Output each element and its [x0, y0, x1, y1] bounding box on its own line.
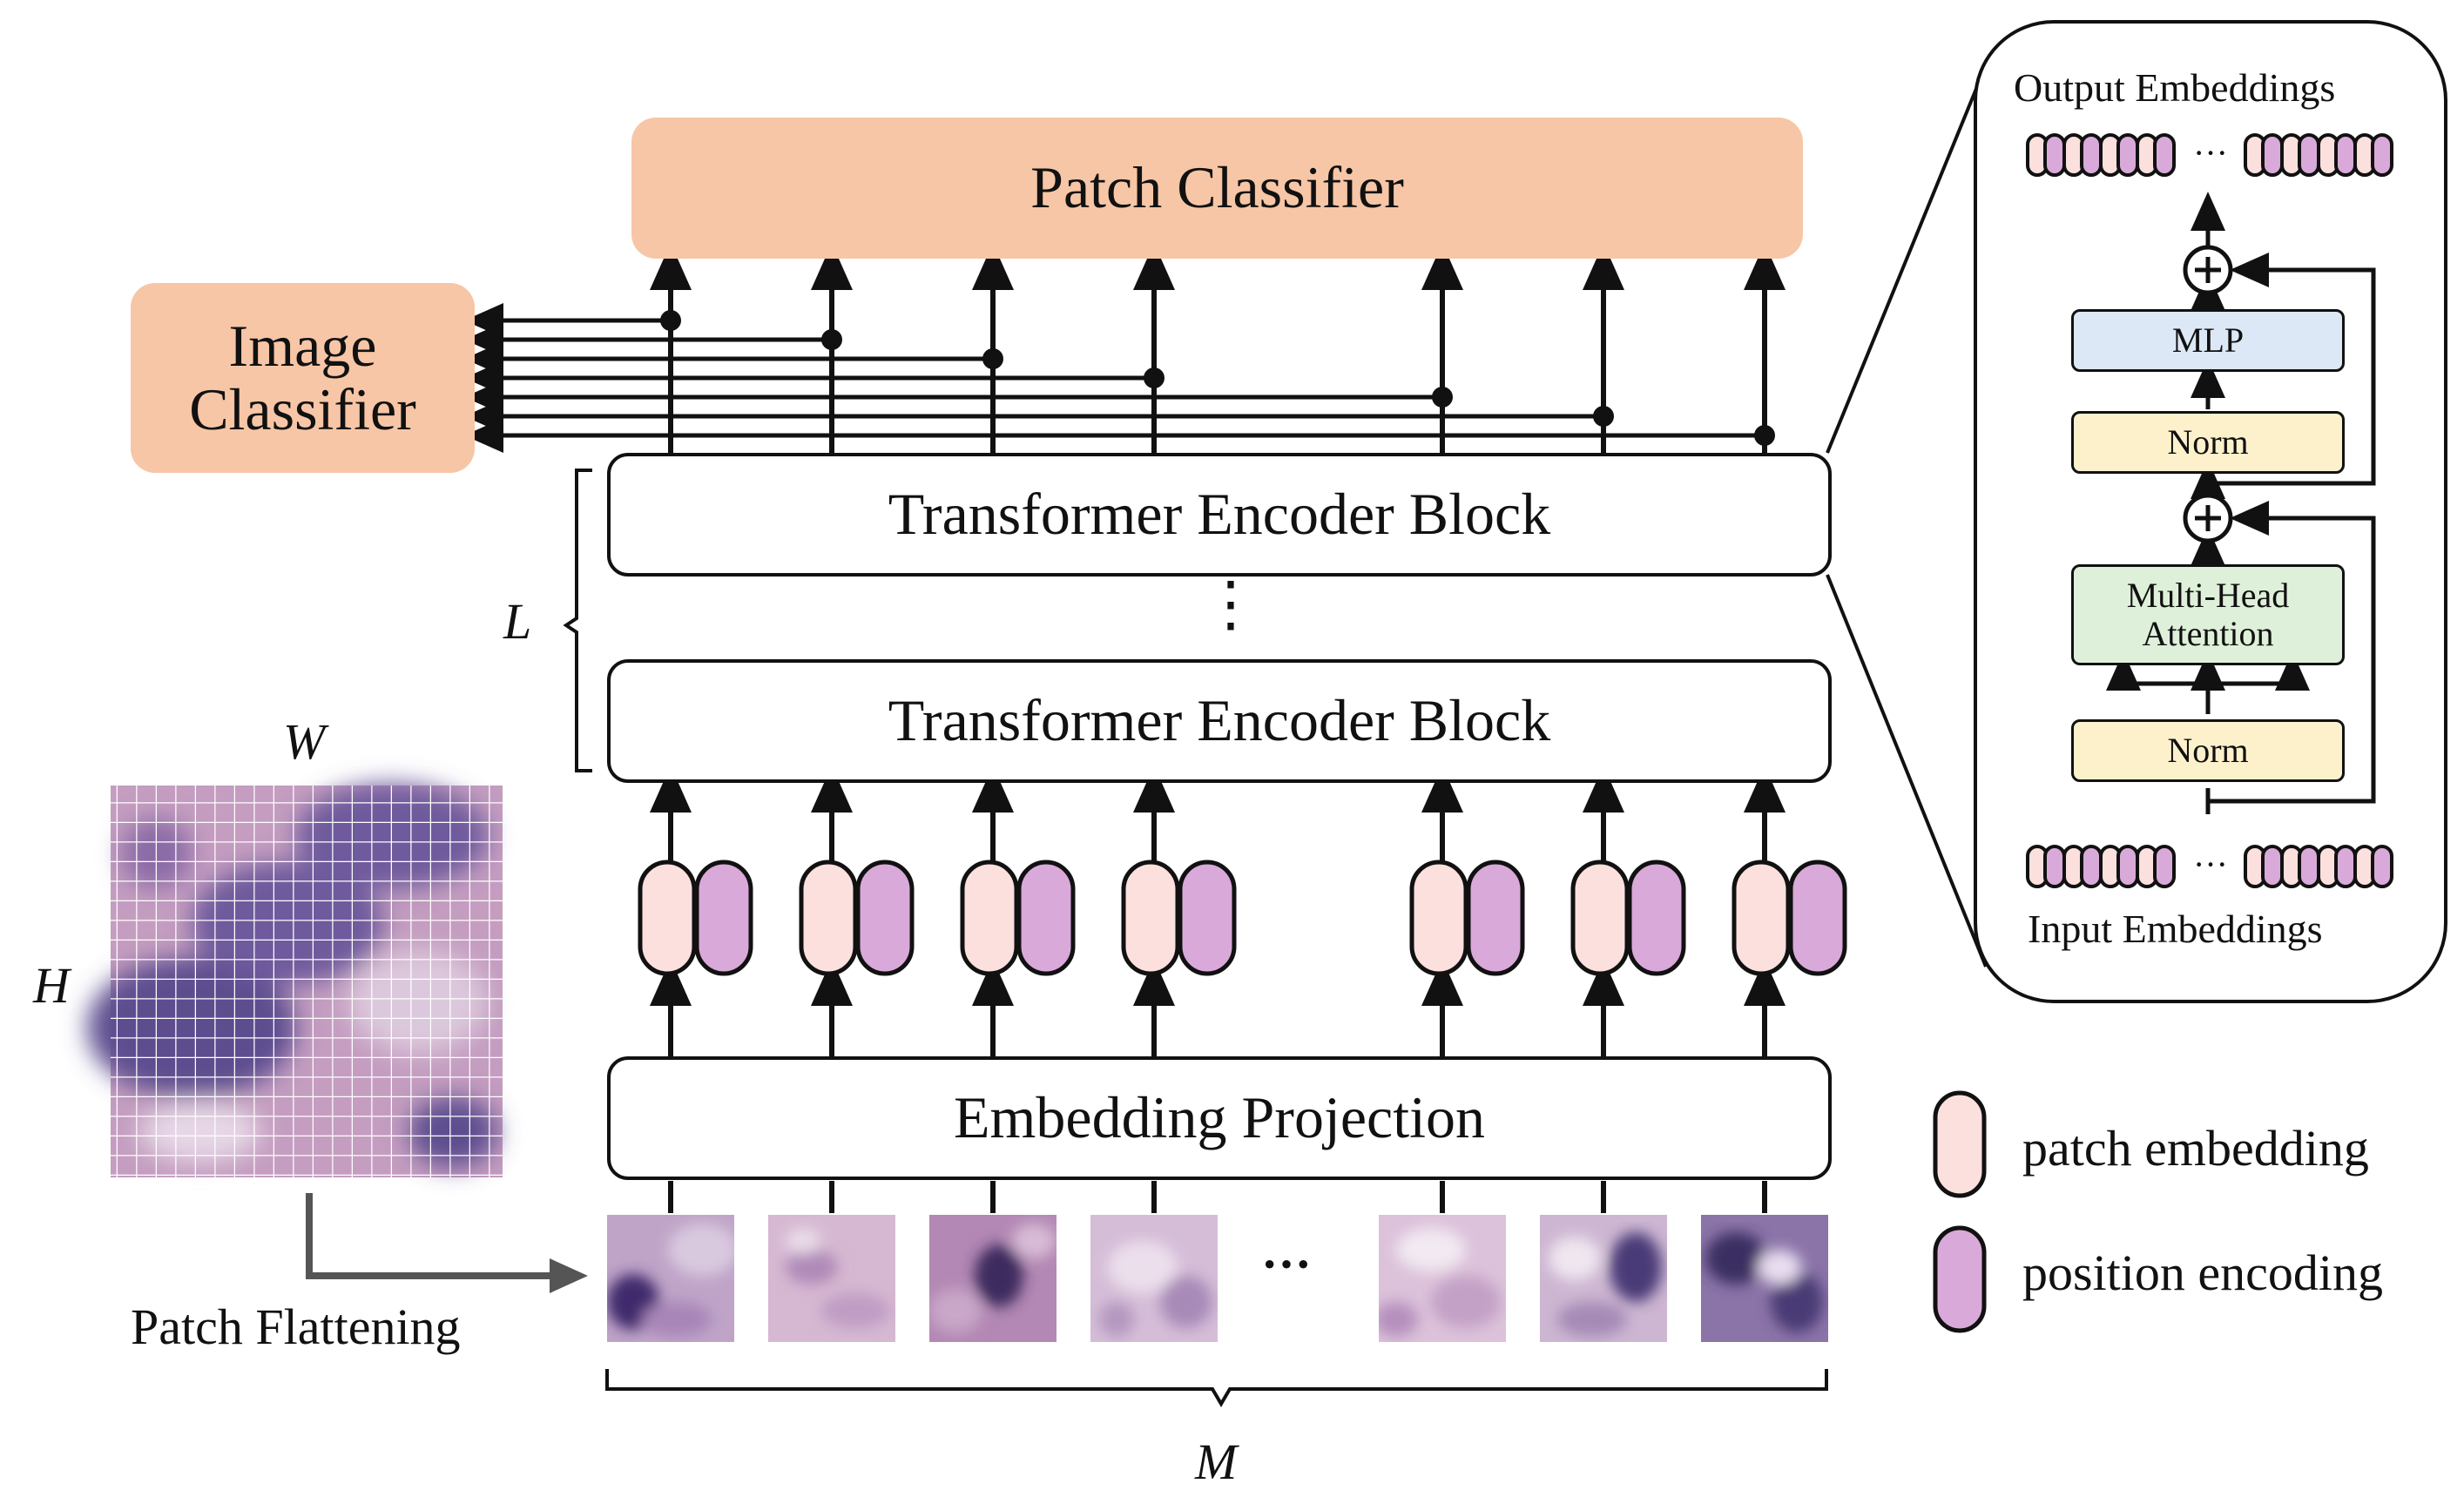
- input-token-pos-1: [2043, 845, 2066, 888]
- patch-5: [1379, 1215, 1506, 1342]
- patch-flattening-arrow: [306, 1193, 588, 1293]
- tissue-image: [87, 784, 503, 1177]
- legend-patch-embedding-swatch: [1933, 1090, 1987, 1198]
- label-m: M: [1195, 1433, 1238, 1490]
- output-embeddings-label: Output Embeddings: [2014, 65, 2336, 110]
- input-token-pos-5: [2261, 845, 2284, 888]
- norm-block-bottom: Norm: [2071, 719, 2345, 782]
- junction-dot-7: [1754, 425, 1775, 446]
- patch-embedding-token-2: [799, 860, 858, 976]
- m-brace: [605, 1369, 1828, 1407]
- input-token-pos-7: [2334, 845, 2357, 888]
- position-encoding-token-3: [1016, 860, 1076, 976]
- output-token-pos-4: [2153, 133, 2176, 177]
- output-token-pos-3: [2116, 133, 2139, 177]
- input-token-pos-2: [2080, 845, 2103, 888]
- patch-1: [607, 1215, 734, 1342]
- patch-6: [1540, 1215, 1667, 1342]
- output-token-pos-8: [2371, 133, 2393, 177]
- input-embeddings-label: Input Embeddings: [2028, 907, 2323, 951]
- junction-dot-4: [1144, 368, 1164, 388]
- output-token-pos-5: [2261, 133, 2284, 177]
- transformer-encoder-block-top: Transformer Encoder Block: [607, 453, 1832, 577]
- junction-dot-2: [821, 329, 842, 350]
- junction-dot-3: [982, 348, 1003, 369]
- legend-position-encoding-label: position encoding: [2022, 1244, 2384, 1301]
- zoom-line-bottom: [1826, 574, 1988, 968]
- junction-dot-5: [1432, 387, 1453, 408]
- patch-embedding-token-1: [638, 860, 697, 976]
- position-encoding-token-6: [1627, 860, 1686, 976]
- patch-3: [929, 1215, 1056, 1342]
- position-encoding-token-5: [1466, 860, 1525, 976]
- norm-block-top: Norm: [2071, 411, 2345, 474]
- junction-dot-1: [660, 310, 681, 331]
- l-brace: [563, 469, 592, 772]
- input-token-pos-3: [2116, 845, 2139, 888]
- position-encoding-token-2: [855, 860, 915, 976]
- patch-embedding-token-7: [1732, 860, 1791, 976]
- image-classifier: Image Classifier: [131, 283, 475, 473]
- output-token-pos-1: [2043, 133, 2066, 177]
- junction-dot-6: [1593, 406, 1614, 427]
- position-encoding-token-7: [1788, 860, 1847, 976]
- input-token-pos-4: [2153, 845, 2176, 888]
- legend-patch-embedding-label: patch embedding: [2022, 1120, 2369, 1177]
- position-encoding-token-4: [1178, 860, 1237, 976]
- label-h: H: [33, 957, 70, 1014]
- embedding-tokens: [638, 860, 1847, 976]
- patch-embedding-token-6: [1570, 860, 1630, 976]
- output-token-pos-7: [2334, 133, 2357, 177]
- output-token-ellipsis: ···: [2193, 133, 2228, 172]
- patch-ellipsis: ···: [1261, 1236, 1313, 1292]
- patch-7: [1701, 1215, 1828, 1342]
- detail-embedding-tokens: ··· ···: [2026, 133, 2393, 888]
- position-encoding-token-1: [694, 860, 753, 976]
- multi-head-attention-block: Multi-Head Attention: [2071, 564, 2345, 665]
- zoom-line-top: [1826, 64, 1988, 454]
- patch-embedding-token-4: [1121, 860, 1180, 976]
- mlp-block: MLP: [2071, 309, 2345, 372]
- layer-ellipsis: ⋮: [1200, 571, 1261, 638]
- patch-embedding-token-3: [960, 860, 1019, 976]
- label-w: W: [283, 713, 326, 770]
- transformer-encoder-block-bottom: Transformer Encoder Block: [607, 659, 1832, 783]
- patch-flattening-label: Patch Flattening: [131, 1298, 461, 1355]
- input-token-pos-8: [2371, 845, 2393, 888]
- output-token-pos-6: [2298, 133, 2320, 177]
- embedding-projection: Embedding Projection: [607, 1056, 1832, 1180]
- patch-embedding-token-5: [1409, 860, 1468, 976]
- label-l: L: [503, 593, 532, 650]
- patch-2: [768, 1215, 895, 1342]
- input-token-pos-6: [2298, 845, 2320, 888]
- patch-4: [1090, 1215, 1218, 1342]
- legend-position-encoding-swatch: [1933, 1225, 1987, 1333]
- patch-classifier: Patch Classifier: [631, 118, 1803, 259]
- image-classifier-lines: [464, 303, 1775, 453]
- output-token-pos-2: [2080, 133, 2103, 177]
- input-token-ellipsis: ···: [2193, 845, 2228, 884]
- patch-to-projection-arrows: [668, 1181, 1767, 1213]
